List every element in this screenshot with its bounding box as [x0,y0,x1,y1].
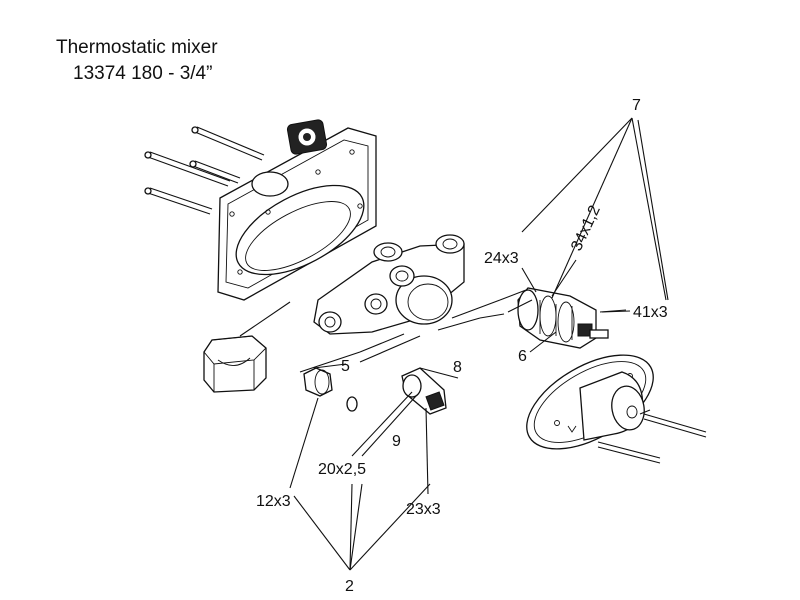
mounting-bolts [144,126,265,215]
hex-cap [203,335,267,393]
label-part-6: 6 [518,348,527,365]
callout-7-leaders [521,117,669,301]
stop-valve [401,367,459,415]
seal-leaders [521,259,631,353]
quattro-logo-icon [286,119,328,155]
valve-body [313,234,465,335]
cover-screws [597,409,707,464]
diagram-title: Thermostatic mixer [56,37,218,58]
label-part-7: 7 [632,97,641,114]
mounting-plate [217,127,377,301]
thermostat-handle [579,371,645,441]
lower-seal-leaders [289,391,429,495]
label-part-8: 8 [453,359,462,376]
thermostatic-cartridge [507,287,627,349]
callout-2-leaders [293,483,431,571]
label-seal-20x2-5: 20x2,5 [318,461,366,478]
label-seal-23x3: 23x3 [406,501,441,518]
label-seal-34x1-2: 34x1,2 [568,203,604,254]
body-cartridge-guides [299,289,527,373]
label-part-2: 2 [345,578,354,595]
check-valve-insert [303,363,358,412]
label-part-5: 5 [341,358,350,375]
diagram-model-number: 13374 180 - 3/4” [73,63,213,84]
label-seal-12x3: 12x3 [256,493,291,510]
plate-cap-leader [239,301,291,337]
label-seal-24x3: 24x3 [484,250,519,267]
label-part-9: 9 [392,433,401,450]
label-seal-41x3: 41x3 [633,304,668,321]
